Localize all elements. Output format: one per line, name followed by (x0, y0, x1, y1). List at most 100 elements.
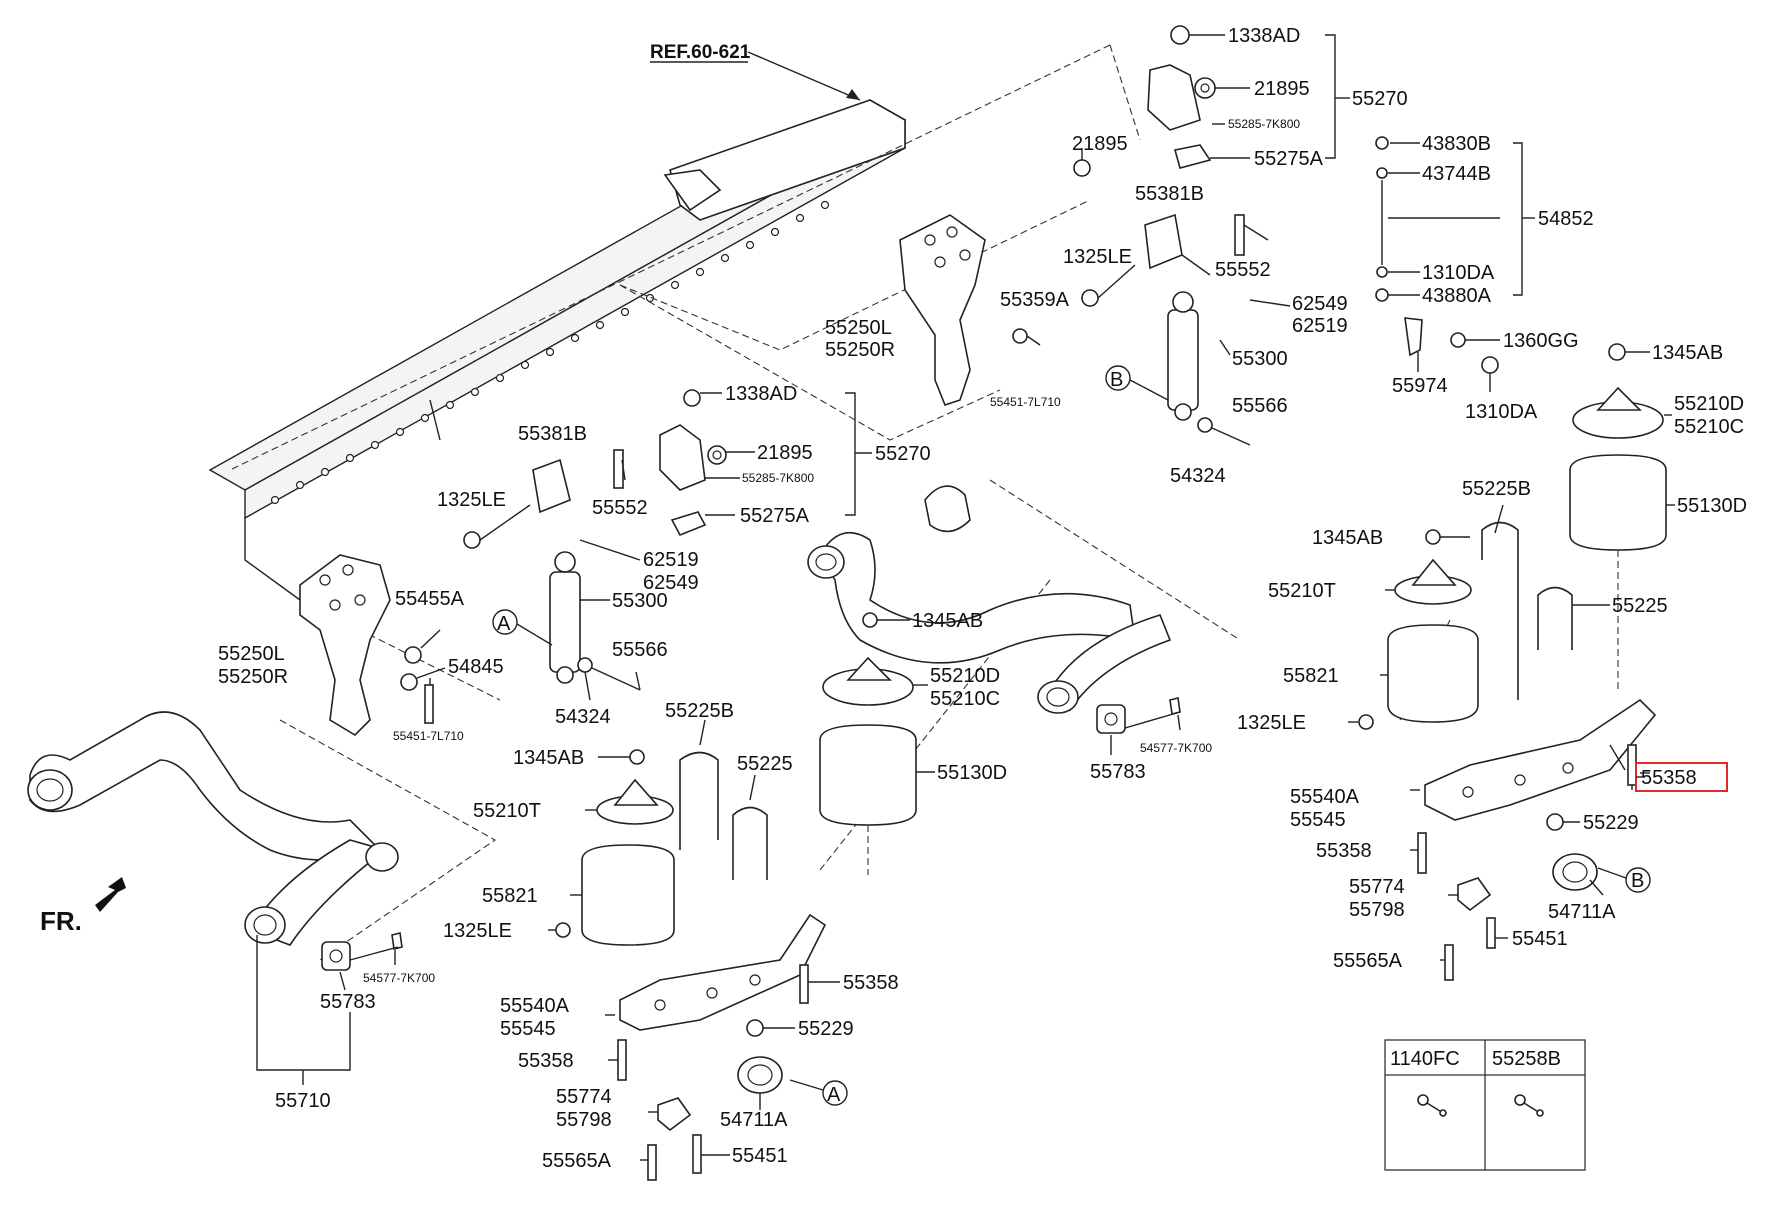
label-55451-r: 55451 (1512, 928, 1568, 950)
label-55783-mid: 55783 (1090, 761, 1146, 783)
label-55285-7K800-mid: 55285-7K800 (742, 471, 814, 485)
label-55130D-c: 55130D (937, 762, 1007, 784)
label-62549-top: 62549 (1292, 293, 1348, 315)
label-55565A-r: 55565A (1333, 950, 1403, 972)
marker-a-mid: A (497, 613, 511, 635)
label-54577-7K700-left: 54577-7K700 (363, 971, 435, 985)
label-55225-r: 55225 (1612, 595, 1668, 617)
label-43880A: 43880A (1422, 285, 1492, 307)
label-55300-mid: 55300 (612, 590, 668, 612)
label-55451-7L710-left: 55451-7L710 (393, 729, 464, 743)
label-43830B: 43830B (1422, 133, 1491, 155)
label-55250L-left: 55250L (218, 643, 285, 665)
label-54711A-c: 54711A (720, 1109, 788, 1131)
label-55974: 55974 (1392, 375, 1448, 397)
label-55229-c: 55229 (798, 1018, 854, 1040)
label-21895-top: 21895 (1254, 78, 1310, 100)
label-55358-highlighted: 55358 (1641, 767, 1697, 789)
label-55774-c: 55774 (556, 1086, 612, 1108)
label-55275A-mid: 55275A (740, 505, 810, 527)
label-1310DA-a: 1310DA (1422, 262, 1495, 284)
label-62519-top: 62519 (1292, 315, 1348, 337)
label-21895-mid: 21895 (757, 442, 813, 464)
label-55552-mid: 55552 (592, 497, 648, 519)
label-54852: 54852 (1538, 208, 1594, 230)
label-55229-r: 55229 (1583, 812, 1639, 834)
label-55710: 55710 (275, 1090, 331, 1112)
label-55566-mid: 55566 (612, 639, 668, 661)
label-54845: 54845 (448, 656, 504, 678)
label-1338AD-mid: 1338AD (725, 383, 797, 405)
label-55774-r: 55774 (1349, 876, 1405, 898)
label-55821-c: 55821 (482, 885, 538, 907)
marker-b-circle-top (1105, 365, 1131, 391)
label-62519-mid: 62519 (643, 549, 699, 571)
marker-b-top: B (1110, 369, 1123, 391)
label-54324-mid: 54324 (555, 706, 611, 728)
label-55300-top: 55300 (1232, 348, 1288, 370)
label-1345AB-c1: 1345AB (912, 610, 983, 632)
label-54711A-r: 54711A (1548, 901, 1616, 923)
label-55451-7L710-top: 55451-7L710 (990, 395, 1061, 409)
label-55210C-r: 55210C (1674, 416, 1744, 438)
label-55225B-r: 55225B (1462, 478, 1531, 500)
top-right-link-group (1375, 136, 1535, 392)
label-55358-r2: 55358 (1316, 840, 1372, 862)
reference-label: REF.60-621 (650, 42, 751, 63)
top-hanger-bracket (899, 214, 986, 406)
label-55130D-r: 55130D (1677, 495, 1747, 517)
label-55451-c: 55451 (732, 1145, 788, 1167)
label-54324-top: 54324 (1170, 465, 1226, 487)
bolt-icon (1514, 1094, 1544, 1117)
label-1325LE-r: 1325LE (1237, 712, 1306, 734)
label-55270-top: 55270 (1352, 88, 1408, 110)
label-43744B: 43744B (1422, 163, 1491, 185)
front-direction-arrow (95, 877, 126, 912)
middle-torque-arm (807, 485, 1181, 755)
table-header-55258B: 55258B (1492, 1048, 1561, 1070)
label-55225-c: 55225 (737, 753, 793, 775)
label-55565A-c: 55565A (542, 1150, 612, 1172)
label-55540A-r: 55540A (1290, 786, 1360, 808)
label-55381B-mid: 55381B (518, 423, 587, 445)
label-55210T-c: 55210T (473, 800, 541, 822)
label-55210T-r: 55210T (1268, 580, 1336, 602)
label-55250R-left: 55250R (218, 666, 288, 688)
label-1325LE-c: 1325LE (443, 920, 512, 942)
label-1345AB-c2: 1345AB (513, 747, 584, 769)
front-marker-label: FR. (40, 906, 82, 936)
label-55270-mid: 55270 (875, 443, 931, 465)
label-55285-7K800-top: 55285-7K800 (1228, 117, 1300, 131)
left-hanger-bracket (299, 554, 446, 737)
label-55210D-r: 55210D (1674, 393, 1744, 415)
label-55552-top: 55552 (1215, 259, 1271, 281)
label-1325LE-top: 1325LE (1063, 246, 1132, 268)
label-55250L-top: 55250L (825, 317, 892, 339)
label-55540A-c: 55540A (500, 995, 570, 1017)
label-1310DA-b: 1310DA (1465, 401, 1538, 423)
label-21895-b: 21895 (1072, 133, 1128, 155)
label-55821-r: 55821 (1283, 665, 1339, 687)
marker-a-circle-mid (492, 609, 518, 635)
label-55545-r: 55545 (1290, 809, 1346, 831)
table-header-1140FC: 1140FC (1390, 1048, 1460, 1070)
label-55210D-c: 55210D (930, 665, 1000, 687)
right-spring-group (1348, 343, 1728, 981)
left-torque-arm (27, 711, 403, 1085)
fastener-table (1384, 1039, 1586, 1171)
label-55225B-c: 55225B (665, 700, 734, 722)
top-shock-group (1012, 148, 1291, 446)
center-spring-group (548, 612, 935, 1181)
marker-a-bottom: A (827, 1084, 841, 1106)
label-1345AB-r2: 1345AB (1312, 527, 1383, 549)
label-55359A: 55359A (1000, 289, 1070, 311)
label-1345AB-r1: 1345AB (1652, 342, 1723, 364)
label-55783-left: 55783 (320, 991, 376, 1013)
label-54577-7K700-mid: 54577-7K700 (1140, 741, 1212, 755)
label-55358-c2: 55358 (518, 1050, 574, 1072)
label-55210C-c: 55210C (930, 688, 1000, 710)
top-bracket-group (1147, 25, 1350, 169)
label-55545-c: 55545 (500, 1018, 556, 1040)
